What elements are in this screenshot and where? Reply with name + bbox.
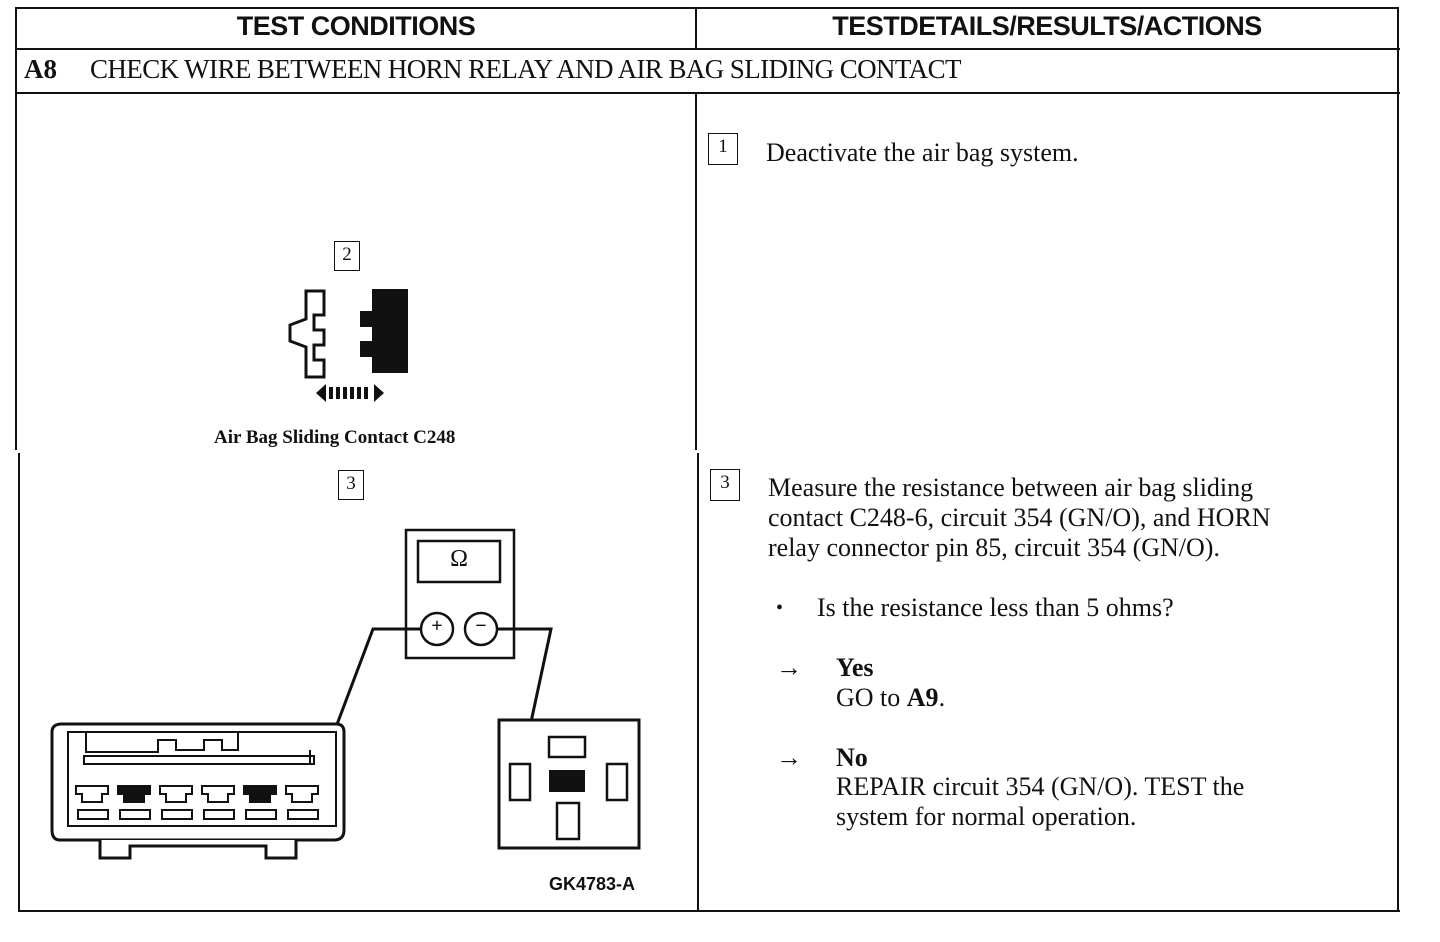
- measurement-diagram: [50, 528, 641, 860]
- yes-arrow-icon: →: [776, 653, 802, 682]
- ohmmeter-plus-terminal: +: [431, 615, 443, 637]
- header-top-border: [15, 7, 1398, 9]
- step-3-line-1: Measure the resistance between air bag s…: [768, 473, 1254, 502]
- header-column-divider: [695, 7, 697, 49]
- yes-action: GO to A9.: [836, 683, 945, 713]
- connector-caption: Air Bag Sliding Contact C248: [214, 427, 456, 448]
- no-arrow-icon: →: [776, 743, 802, 772]
- body-column-divider-lower: [697, 453, 699, 912]
- question-text: Is the resistance less than 5 ohms?: [817, 593, 1174, 622]
- section-id: A8: [24, 54, 57, 84]
- yes-action-prefix: GO to: [836, 683, 907, 712]
- no-label: No: [836, 743, 868, 772]
- body-column-divider: [695, 94, 697, 450]
- left-border-lower: [18, 453, 20, 912]
- no-action-line-1: REPAIR circuit 354 (GN/O). TEST the: [836, 772, 1245, 801]
- ohmmeter-icon: [404, 528, 516, 660]
- test-conditions-header: TEST CONDITIONS: [236, 11, 476, 41]
- yes-label: Yes: [836, 653, 874, 682]
- horn-relay-connector-icon: [497, 718, 641, 850]
- figure-id: GK4783-A: [549, 874, 636, 894]
- header-bottom-border: [15, 48, 1400, 50]
- left-border: [15, 7, 17, 450]
- yes-action-target: A9: [906, 683, 939, 712]
- step-3-line-2: contact C248-6, circuit 354 (GN/O), and …: [768, 503, 1271, 532]
- section-title: CHECK WIRE BETWEEN HORN RELAY AND AIR BA…: [90, 54, 961, 84]
- ohmmeter-symbol: Ω: [450, 546, 468, 572]
- ohmmeter-minus-terminal: −: [475, 615, 487, 637]
- step-3-box-left: 3: [338, 470, 364, 500]
- test-details-header: TESTDETAILS/RESULTS/ACTIONS: [832, 11, 1262, 41]
- right-border: [1397, 7, 1399, 912]
- question-bullet: •: [776, 597, 784, 619]
- sliding-contact-connector-icon: [50, 722, 346, 860]
- table-bottom-border: [18, 910, 1400, 912]
- step-1-text: Deactivate the air bag system.: [766, 138, 1079, 167]
- yes-action-suffix: .: [938, 683, 946, 712]
- step-1-box: 1: [708, 133, 738, 165]
- section-bottom-border: [15, 92, 1400, 94]
- step-2-box: 2: [334, 241, 360, 271]
- step-3-box-right: 3: [710, 469, 740, 501]
- no-action-line-2: system for normal operation.: [836, 802, 1137, 831]
- connector-c248-icon: [288, 289, 408, 402]
- step-3-line-3: relay connector pin 85, circuit 354 (GN/…: [768, 533, 1220, 562]
